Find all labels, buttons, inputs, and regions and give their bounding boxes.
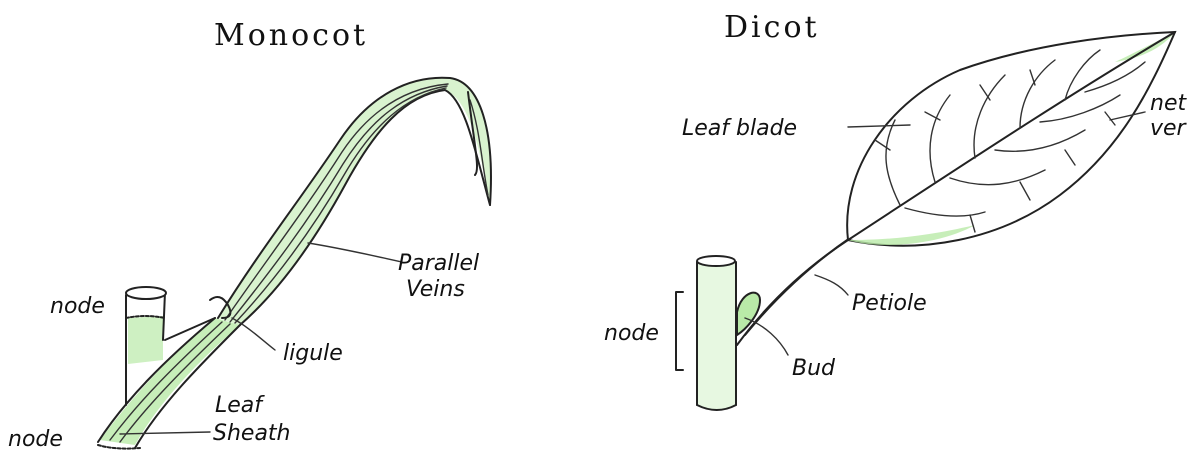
net-veins-label-line1: net <box>1150 91 1187 116</box>
dicot-panel: Dicot <box>604 10 1188 410</box>
net-veins-label-line2: ver <box>1150 116 1188 141</box>
ligule-label: ligule <box>283 341 343 366</box>
leaf-sheath-label-line1: Leaf <box>215 393 265 418</box>
bud-label: Bud <box>792 356 836 381</box>
monocot-title: Monocot <box>214 18 368 53</box>
monocot-panel: Monocot <box>8 18 491 452</box>
node-lower-label: node <box>8 427 63 452</box>
petiole-leader <box>815 275 848 295</box>
node-upper-label: node <box>50 294 105 319</box>
parallel-veins-label-line2: Veins <box>406 277 465 302</box>
dicot-leaf-blade <box>847 32 1175 246</box>
node-bracket <box>676 292 683 370</box>
dicot-stem <box>697 256 736 410</box>
petiole-label: Petiole <box>852 291 927 316</box>
parallel-veins-leader <box>308 243 402 262</box>
leaf-sheath-label-line2: Sheath <box>213 421 291 446</box>
parallel-veins-label-line1: Parallel <box>398 251 479 276</box>
bud-leader <box>745 318 788 355</box>
leaf-blade-label: Leaf blade <box>682 116 797 141</box>
dicot-node-label: node <box>604 321 659 346</box>
dicot-title: Dicot <box>724 10 820 45</box>
